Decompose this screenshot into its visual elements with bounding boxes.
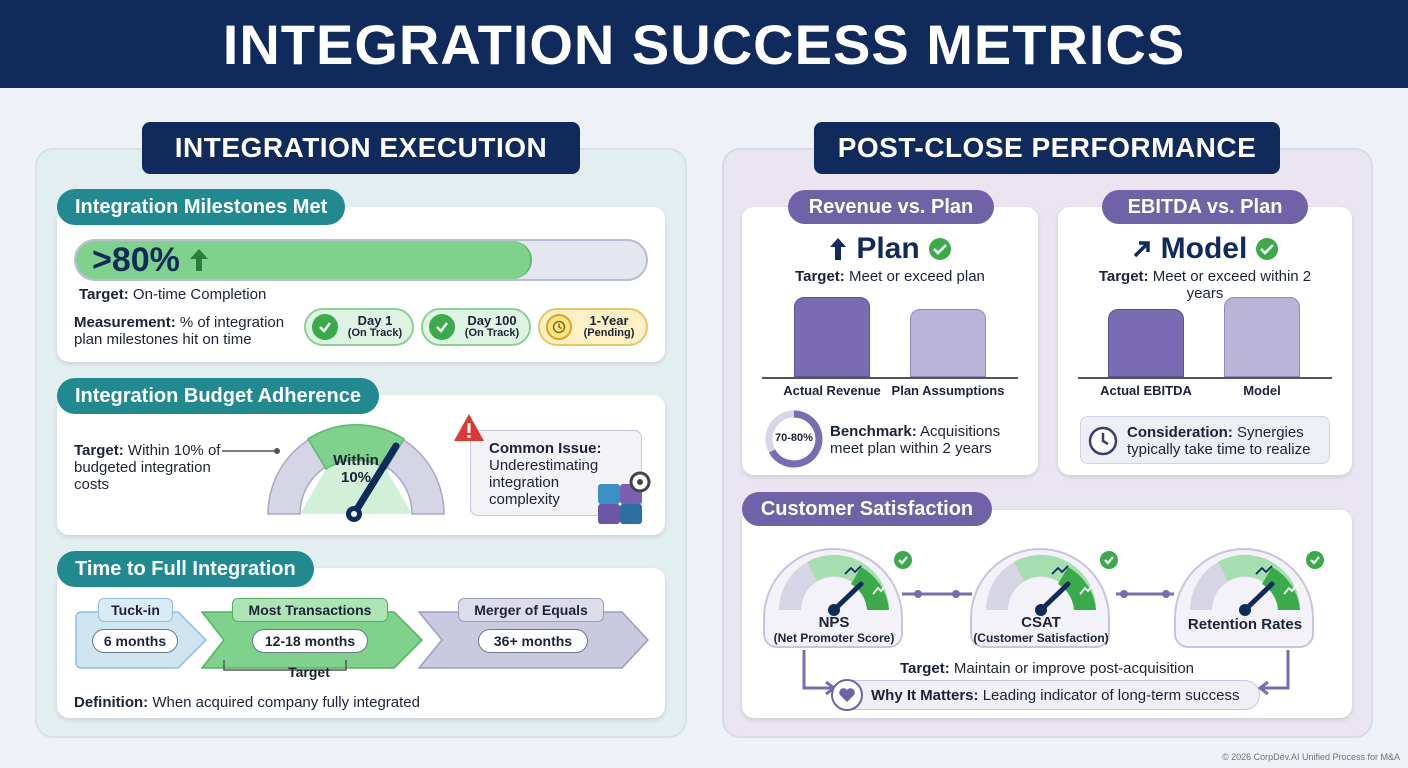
ebitda-bar-actual: [1108, 309, 1184, 377]
target-bracket-label: Target: [288, 664, 330, 680]
milestones-measurement: Measurement: % of integration plan miles…: [74, 314, 285, 348]
ebitda-card: Model Target: Meet or exceed within 2 ye…: [1058, 207, 1352, 475]
revenue-cat-1: Plan Assumptions: [891, 383, 1005, 398]
check-icon: [928, 238, 951, 260]
arrow-up-right-icon: [1133, 241, 1150, 258]
check-icon: [1098, 549, 1120, 571]
ebitda-axis: [1078, 377, 1332, 379]
consideration-callout: Consideration: Synergies typically take …: [1080, 416, 1330, 464]
warning-icon: [454, 414, 484, 441]
integration-execution-title: INTEGRATION EXECUTION: [142, 122, 580, 174]
pill-1-year-status: (Pending): [583, 327, 635, 339]
revenue-headline: Plan: [856, 232, 920, 265]
check-icon: [312, 314, 338, 340]
pill-day-1: Day 1(On Track): [304, 308, 414, 346]
customer-tag: Customer Satisfaction: [742, 492, 992, 526]
pill-day-100-title: Day 100: [467, 313, 517, 328]
ebitda-bar-model: [1224, 297, 1300, 377]
revenue-axis: [762, 377, 1018, 379]
customer-target: Target: Maintain or improve post-acquisi…: [899, 660, 1195, 677]
revenue-tag: Revenue vs. Plan: [788, 190, 994, 224]
why-label: Why It Matters:: [871, 687, 979, 704]
check-icon: [1256, 238, 1279, 260]
why-it-matters-banner: Why It Matters: Leading indicator of lon…: [831, 679, 1260, 711]
copyright: © 2026 CorpDev.AI Unified Process for M&…: [1221, 752, 1400, 762]
budget-target: Target: Within 10% of budgeted integrati…: [74, 442, 221, 493]
milestones-value: >80%: [92, 240, 180, 279]
header-banner: INTEGRATION SUCCESS METRICS: [0, 0, 1408, 88]
gauge-nps-sub: (Net Promoter Score): [773, 631, 895, 645]
consideration-label: Consideration:: [1127, 424, 1233, 441]
revenue-bar-plan: [910, 309, 986, 377]
stage-tuck-in-value: 6 months: [92, 629, 178, 653]
pill-1-year-title: 1-Year: [589, 313, 629, 328]
gauge-nps-name: NPS: [818, 614, 850, 631]
gauge-csat-dial: [986, 554, 1096, 616]
revenue-cat-0: Actual Revenue: [783, 383, 881, 398]
budget-gauge: [267, 424, 445, 522]
ebitda-tag: EBITDA vs. Plan: [1102, 190, 1308, 224]
milestones-progress-track: >80%: [74, 239, 648, 281]
milestones-tag: Integration Milestones Met: [57, 189, 346, 225]
definition: Definition: When acquired company fully …: [74, 694, 420, 711]
pill-day-100: Day 100(On Track): [421, 308, 531, 346]
why-text: Leading indicator of long-term success: [982, 687, 1240, 704]
pill-day-1-status: (On Track): [347, 327, 403, 339]
milestones-card: >80% Target: On-time Completion Measurem…: [57, 207, 665, 362]
pill-day-100-status: (On Track): [464, 327, 520, 339]
issue-label: Common Issue:: [489, 440, 602, 457]
connector-line: [222, 448, 280, 454]
ebitda-target: Target: Meet or exceed within 2 years: [1098, 268, 1312, 302]
gauge-csat-sub: (Customer Satisfaction): [973, 631, 1109, 645]
gauge-retention-name: Retention Rates: [1187, 616, 1303, 633]
arrow-up-icon: [830, 238, 847, 260]
issue-text: Underestimating integration complexity: [489, 457, 599, 508]
gauge-csat-name: CSAT: [1021, 614, 1061, 631]
milestones-value-group: >80%: [92, 241, 210, 279]
revenue-headline-group: Plan: [742, 232, 1038, 266]
puzzle-gear-icon: [598, 471, 651, 524]
check-icon: [429, 314, 455, 340]
customer-connectors: [802, 590, 1290, 696]
consideration-text: Synergies typically take time to realize: [1127, 424, 1311, 458]
budget-tag: Integration Budget Adherence: [57, 378, 379, 414]
time-tag: Time to Full Integration: [57, 551, 314, 587]
pill-1-year: 1-Year(Pending): [538, 308, 648, 346]
pill-day-1-title: Day 1: [357, 313, 393, 328]
stage-tuck-in-name: Tuck-in: [98, 598, 173, 622]
stage-most-value: 12-18 months: [252, 629, 368, 653]
milestones-target: Target: On-time Completion: [79, 286, 267, 303]
budget-gauge-label: Within 10%: [333, 452, 379, 486]
ebitda-cat-0: Actual EBITDA: [1100, 383, 1192, 398]
revenue-card: Plan Target: Meet or exceed plan Actual …: [742, 207, 1038, 475]
benchmark-ring: [765, 410, 823, 468]
benchmark-ring-label: 70-80%: [775, 432, 813, 444]
heart-icon: [831, 679, 863, 711]
page-title: INTEGRATION SUCCESS METRICS: [222, 12, 1186, 76]
post-close-performance-title: POST-CLOSE PERFORMANCE: [814, 122, 1280, 174]
arrow-up-icon: [189, 249, 208, 271]
ebitda-cat-1: Model: [1243, 383, 1281, 398]
stage-merger-value: 36+ months: [478, 629, 588, 653]
gauge-nps-dial: [779, 554, 890, 616]
check-icon: [1304, 549, 1326, 571]
milestones-progress-fill: [76, 241, 532, 279]
stage-most-name: Most Transactions: [232, 598, 388, 622]
revenue-bar-actual: [794, 297, 870, 377]
stage-merger-name: Merger of Equals: [458, 598, 604, 622]
clock-icon: [1088, 426, 1118, 456]
ebitda-headline-group: Model: [1058, 232, 1352, 266]
gauge-retention-dial: [1190, 554, 1300, 616]
ebitda-headline: Model: [1160, 232, 1248, 265]
revenue-target: Target: Meet or exceed plan: [795, 268, 985, 285]
benchmark: Benchmark: Acquisitions meet plan within…: [830, 423, 1001, 457]
clock-icon: [546, 314, 572, 340]
check-icon: [892, 549, 914, 571]
